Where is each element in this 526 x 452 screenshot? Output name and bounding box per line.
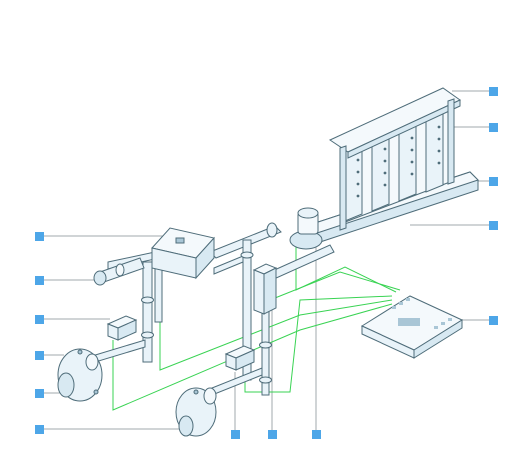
riser-valve-side	[263, 267, 277, 315]
callout-marker-pump-left-bottom[interactable]	[35, 389, 44, 398]
actuator-left	[106, 315, 138, 341]
actuator-left-side	[117, 319, 137, 341]
riser-valve	[252, 263, 278, 315]
mixing-box-side	[195, 236, 215, 280]
damper-linkage	[356, 125, 441, 198]
pipe-fitting	[266, 222, 278, 238]
flow-sensor-ring	[115, 263, 125, 277]
pipe-fitting	[259, 341, 272, 349]
pump-left	[57, 348, 103, 402]
callout-marker-damper-blades[interactable]	[489, 123, 498, 132]
pump-bottom-pipe	[211, 367, 263, 396]
control-module	[360, 295, 464, 359]
callout-markers	[35, 87, 498, 439]
callout-marker-damper-base[interactable]	[489, 177, 498, 186]
callout-marker-pump-left-top[interactable]	[35, 351, 44, 360]
valve-actuator-side	[235, 349, 255, 371]
three-way-valve	[289, 207, 323, 250]
callout-marker-damper-header[interactable]	[489, 87, 498, 96]
signal-wire-1	[112, 303, 393, 411]
damper-assembly	[299, 87, 479, 247]
pump-bottom-inlet	[178, 415, 194, 437]
piping	[91, 222, 335, 396]
pump-bottom-flange	[203, 387, 217, 405]
valve-actuator	[224, 345, 256, 371]
left-riser-pipe-2	[154, 261, 163, 323]
pump-left-inlet	[57, 372, 75, 398]
pipe-fitting	[259, 376, 272, 384]
pump-left-bolt	[93, 389, 99, 395]
riser-valve-front	[253, 269, 265, 315]
callout-marker-riser-valve[interactable]	[268, 430, 277, 439]
callout-marker-actuator-left[interactable]	[35, 315, 44, 324]
signal-wire-5	[269, 271, 401, 301]
callout-marker-control-module[interactable]	[489, 316, 498, 325]
callout-marker-mixing-box[interactable]	[35, 232, 44, 241]
callout-marker-flow-sensor[interactable]	[35, 276, 44, 285]
pump-left-bolt	[77, 349, 83, 355]
pump-bottom	[175, 387, 217, 437]
damper-blades	[344, 103, 444, 222]
control-module-side	[413, 319, 463, 359]
damper-header-side	[347, 99, 461, 159]
flow-sensor-nozzle	[93, 270, 107, 286]
callout-marker-pump-bottom[interactable]	[35, 425, 44, 434]
supply-pipe-lower	[213, 255, 244, 275]
callout-marker-damper-connection[interactable]	[489, 221, 498, 230]
flow-sensor	[93, 257, 145, 286]
pump-bottom-bolt	[193, 389, 199, 395]
callout-marker-valve-actuator[interactable]	[231, 430, 240, 439]
pump-left-pipe	[91, 339, 146, 364]
mixing-box	[151, 227, 215, 280]
mixing-box-indicator	[175, 237, 185, 244]
control-module-terminals	[392, 298, 452, 329]
pipe-fitting	[141, 331, 154, 339]
damper-post	[339, 145, 347, 231]
damper-post	[447, 98, 455, 185]
damper-feed-pipe	[269, 244, 335, 280]
three-way-valve-cap	[297, 207, 319, 219]
pump-left-flange	[85, 353, 99, 371]
callout-marker-three-way-valve[interactable]	[312, 430, 321, 439]
left-riser-pipe	[142, 261, 153, 363]
pipe-fitting	[240, 251, 254, 259]
pipe-fitting	[141, 296, 154, 304]
